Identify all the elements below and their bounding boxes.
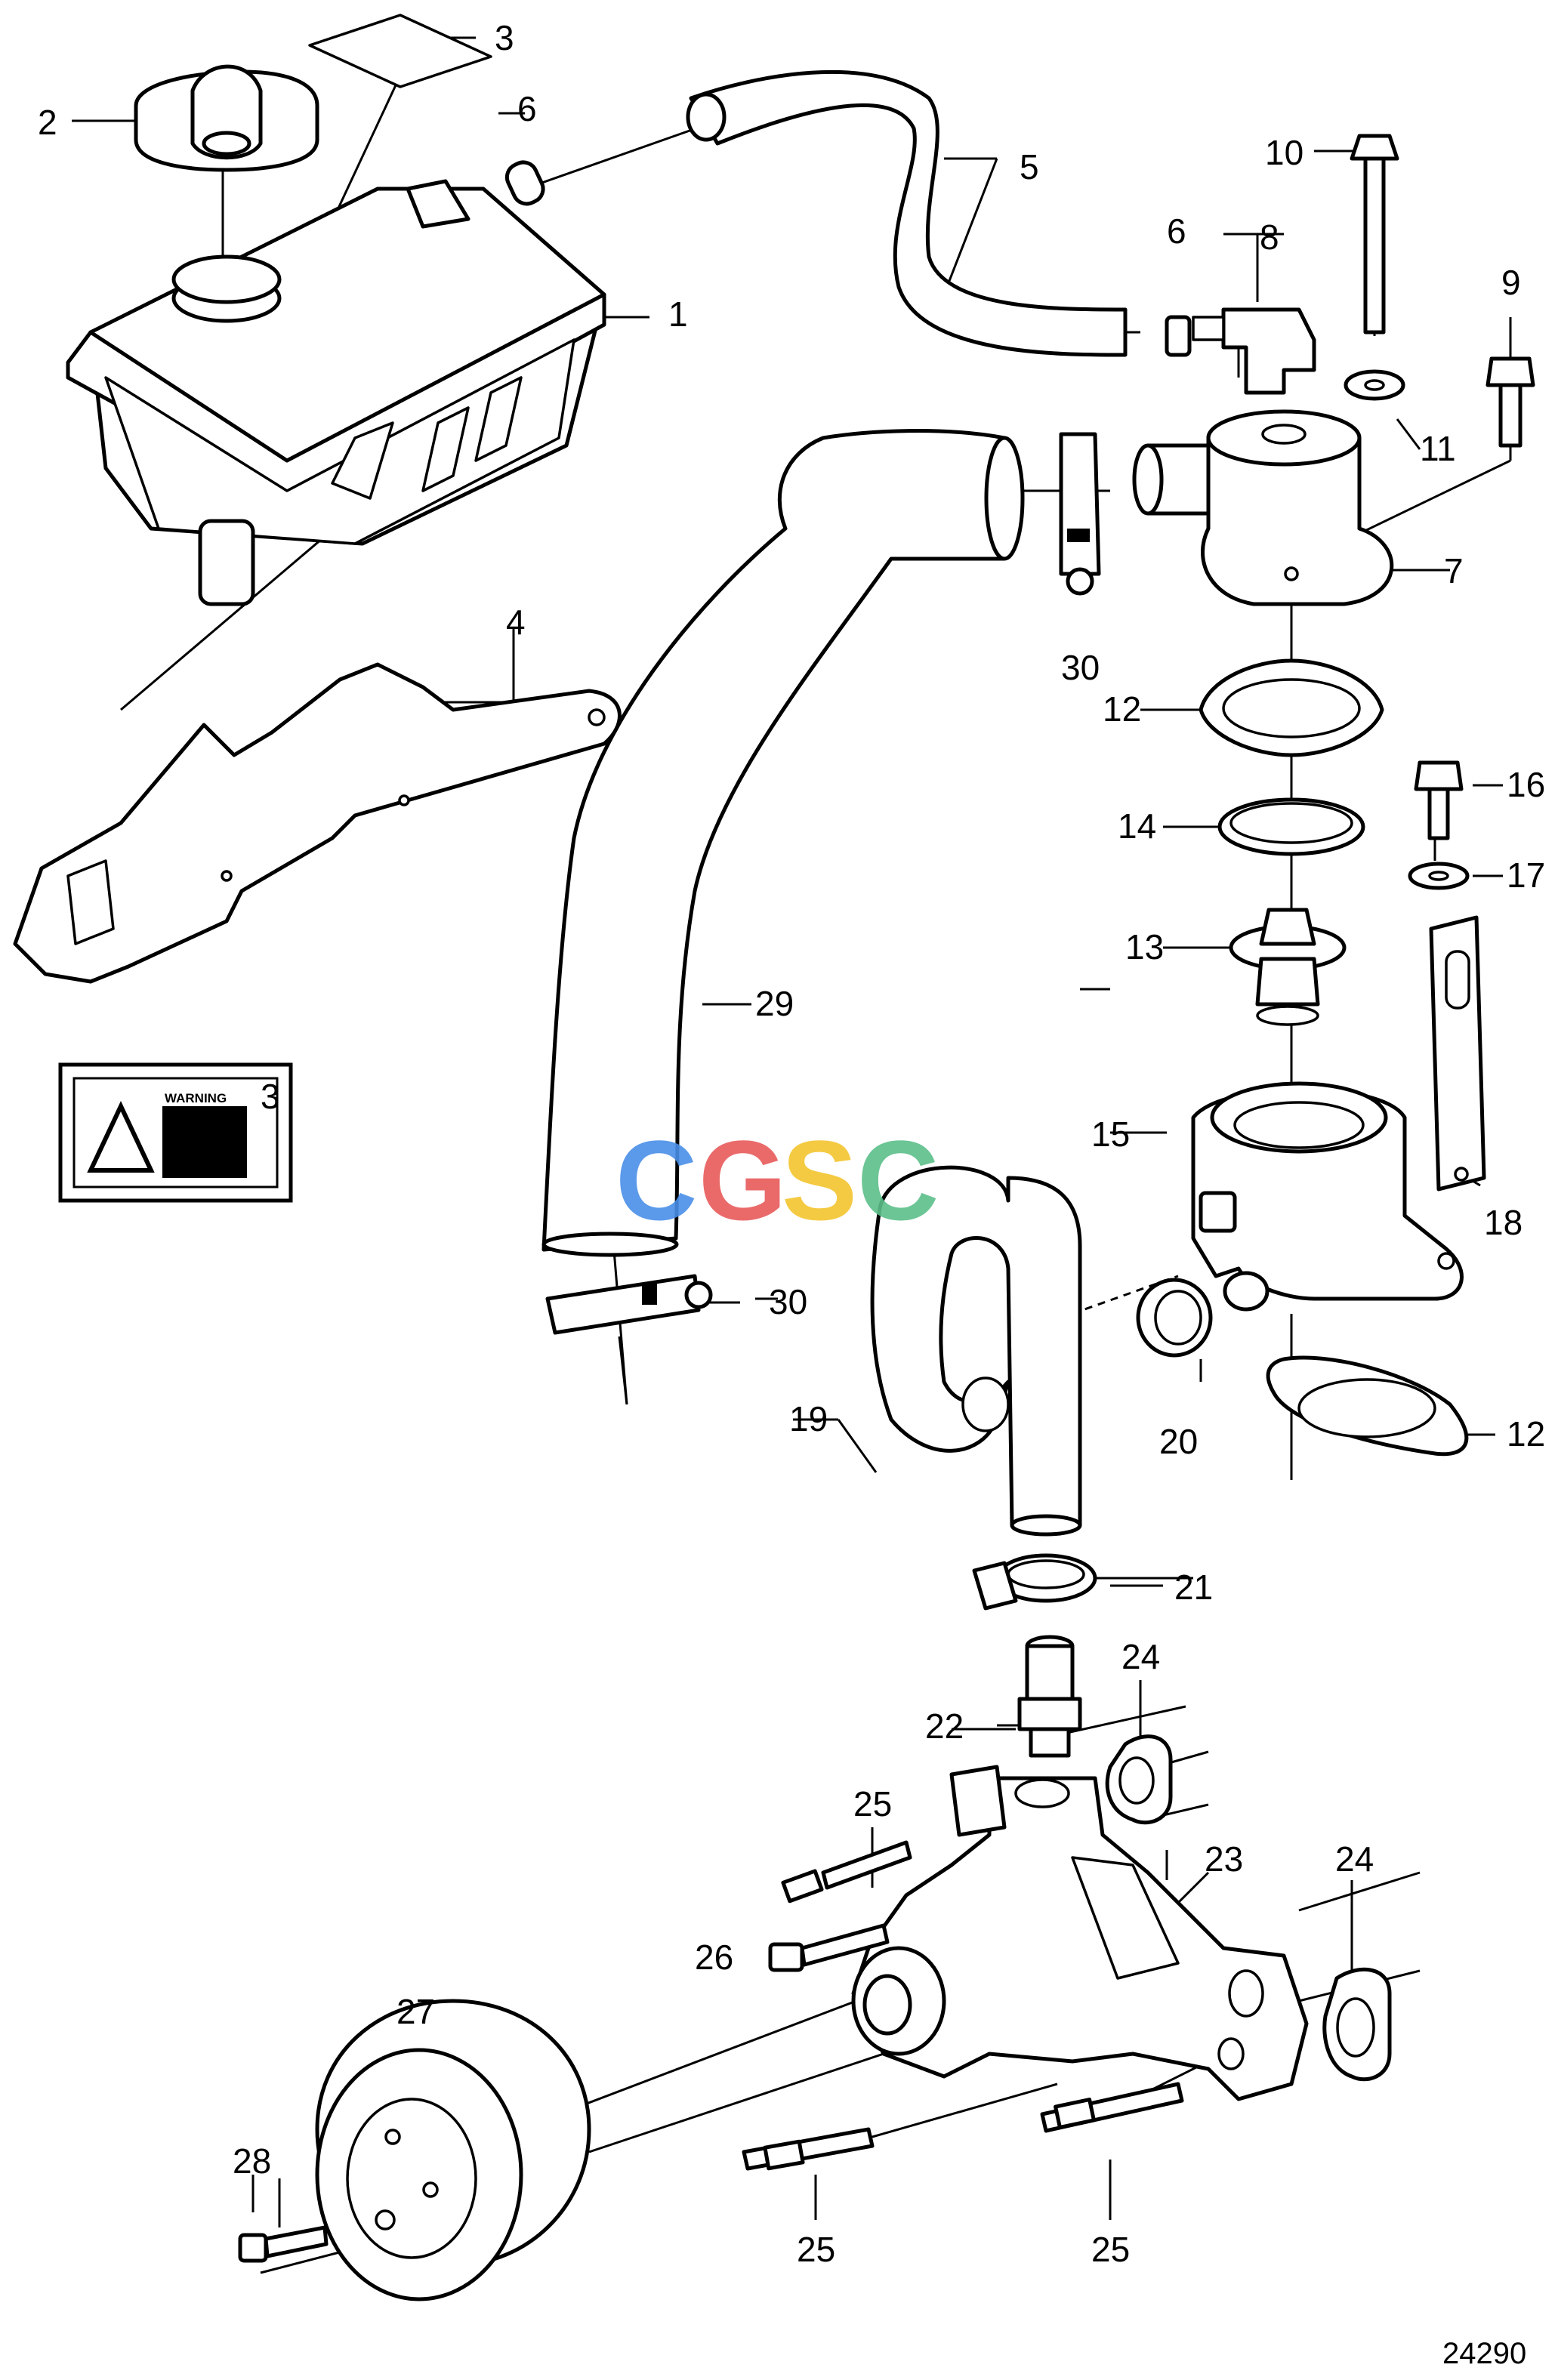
callout-1: 1 <box>668 294 688 334</box>
callout-labels: 1 2 3 3 4 5 6 6 7 8 9 10 11 12 12 13 14 … <box>38 18 1545 2370</box>
warning-decal: WARNING <box>58 1062 293 1203</box>
callout-10: 10 <box>1265 133 1303 172</box>
callout-30: 30 <box>769 1282 807 1321</box>
callout-11: 11 <box>1420 429 1456 468</box>
callout-2: 2 <box>38 103 57 142</box>
part-14-seal-ring <box>1217 797 1365 856</box>
callout-14: 14 <box>1118 806 1156 846</box>
callout-8: 8 <box>1260 217 1279 257</box>
part-5-vent-hose <box>686 69 1128 357</box>
part-6-hose-clamp-right <box>1165 315 1192 357</box>
callout-3: 3 <box>261 1077 280 1116</box>
watermark-letter: S <box>782 1117 857 1244</box>
watermark-letter: G <box>699 1117 787 1244</box>
part-24-gasket-right <box>1322 1967 1392 2082</box>
callout-23: 23 <box>1205 1839 1243 1879</box>
callout-3: 3 <box>495 18 514 57</box>
callout-12: 12 <box>1103 689 1141 729</box>
part-24-gasket-upper <box>1105 1734 1173 1825</box>
part-27-pulley <box>315 1999 591 2301</box>
part-20-hose-clamp <box>1136 1278 1213 1358</box>
callout-12: 12 <box>1507 1414 1545 1454</box>
callout-25: 25 <box>1091 2230 1130 2269</box>
part-30-hose-clamp-lower <box>545 1274 713 1335</box>
leader-lines-extra <box>278 1003 1193 2227</box>
part-25-stud-lower-left <box>742 2127 875 2171</box>
callout-16: 16 <box>1507 765 1545 804</box>
callout-24: 24 <box>1335 1839 1374 1879</box>
part-12-gasket-lower <box>1266 1355 1469 1457</box>
callout-18: 18 <box>1484 1203 1523 1242</box>
callout-29: 29 <box>755 984 794 1023</box>
warning-triangle-icon <box>87 1100 155 1173</box>
callout-9: 9 <box>1501 263 1521 302</box>
part-22-threaded-nipple <box>1017 1635 1082 1758</box>
callout-15: 15 <box>1091 1114 1130 1154</box>
part-6-hose-clamp-upper <box>504 160 545 206</box>
part-17-washer <box>1408 862 1470 890</box>
watermark-letter: C <box>615 1117 697 1244</box>
part-8-elbow-fitting <box>1192 307 1316 395</box>
callout-25: 25 <box>853 1784 892 1824</box>
callout-28: 28 <box>233 2141 271 2181</box>
callout-30: 30 <box>1061 648 1100 687</box>
watermark: C G S C <box>615 1117 939 1244</box>
part-18-mounting-strap <box>1429 915 1486 1192</box>
part-13-thermostat <box>1229 908 1347 1026</box>
part-28-pulley-bolt <box>238 2225 329 2263</box>
watermark-letter: C <box>857 1117 939 1244</box>
part-23-water-pump <box>851 1765 1309 2101</box>
callout-13: 13 <box>1125 927 1164 966</box>
part-7-thermostat-housing <box>1132 409 1394 606</box>
callout-7: 7 <box>1444 551 1464 590</box>
callout-27: 27 <box>396 1992 435 2031</box>
part-12-gasket-upper <box>1199 658 1384 757</box>
callout-21: 21 <box>1174 1568 1213 1607</box>
part-10-long-bolt <box>1350 134 1399 334</box>
part-29-coolant-hose <box>541 429 1025 1257</box>
part-11-washer <box>1344 369 1405 401</box>
callout-26: 26 <box>695 1938 733 1977</box>
callout-22: 22 <box>925 1706 964 1746</box>
callout-4: 4 <box>506 603 526 642</box>
warning-label: WARNING <box>165 1091 227 1105</box>
callout-5: 5 <box>1020 147 1039 187</box>
callout-6: 6 <box>517 89 537 128</box>
callout-24: 24 <box>1121 1637 1160 1676</box>
callout-25: 25 <box>797 2230 835 2269</box>
callout-17: 17 <box>1507 856 1545 895</box>
callout-6: 6 <box>1167 211 1186 251</box>
part-15-thermostat-housing <box>1191 1081 1464 1312</box>
part-19-formed-hose <box>870 1165 1082 1537</box>
drawing-number: 24290 <box>1442 2337 1526 2370</box>
part-21-hose-clamp <box>972 1553 1097 1611</box>
part-1-expansion-tank <box>66 179 606 606</box>
callout-19: 19 <box>789 1399 828 1438</box>
part-26-bolt <box>768 1923 890 1972</box>
part-9-bolt <box>1485 356 1535 448</box>
part-30-hose-clamp-upper <box>1059 432 1101 596</box>
part-3-decal <box>308 14 492 88</box>
part-4-bracket <box>13 662 622 984</box>
part-2-filler-cap <box>134 64 319 172</box>
callout-20: 20 <box>1159 1422 1198 1461</box>
part-25-stud-lower-right <box>1040 2082 1184 2133</box>
part-16-bolt <box>1414 760 1464 840</box>
part-25-stud-upper <box>781 1840 912 1904</box>
